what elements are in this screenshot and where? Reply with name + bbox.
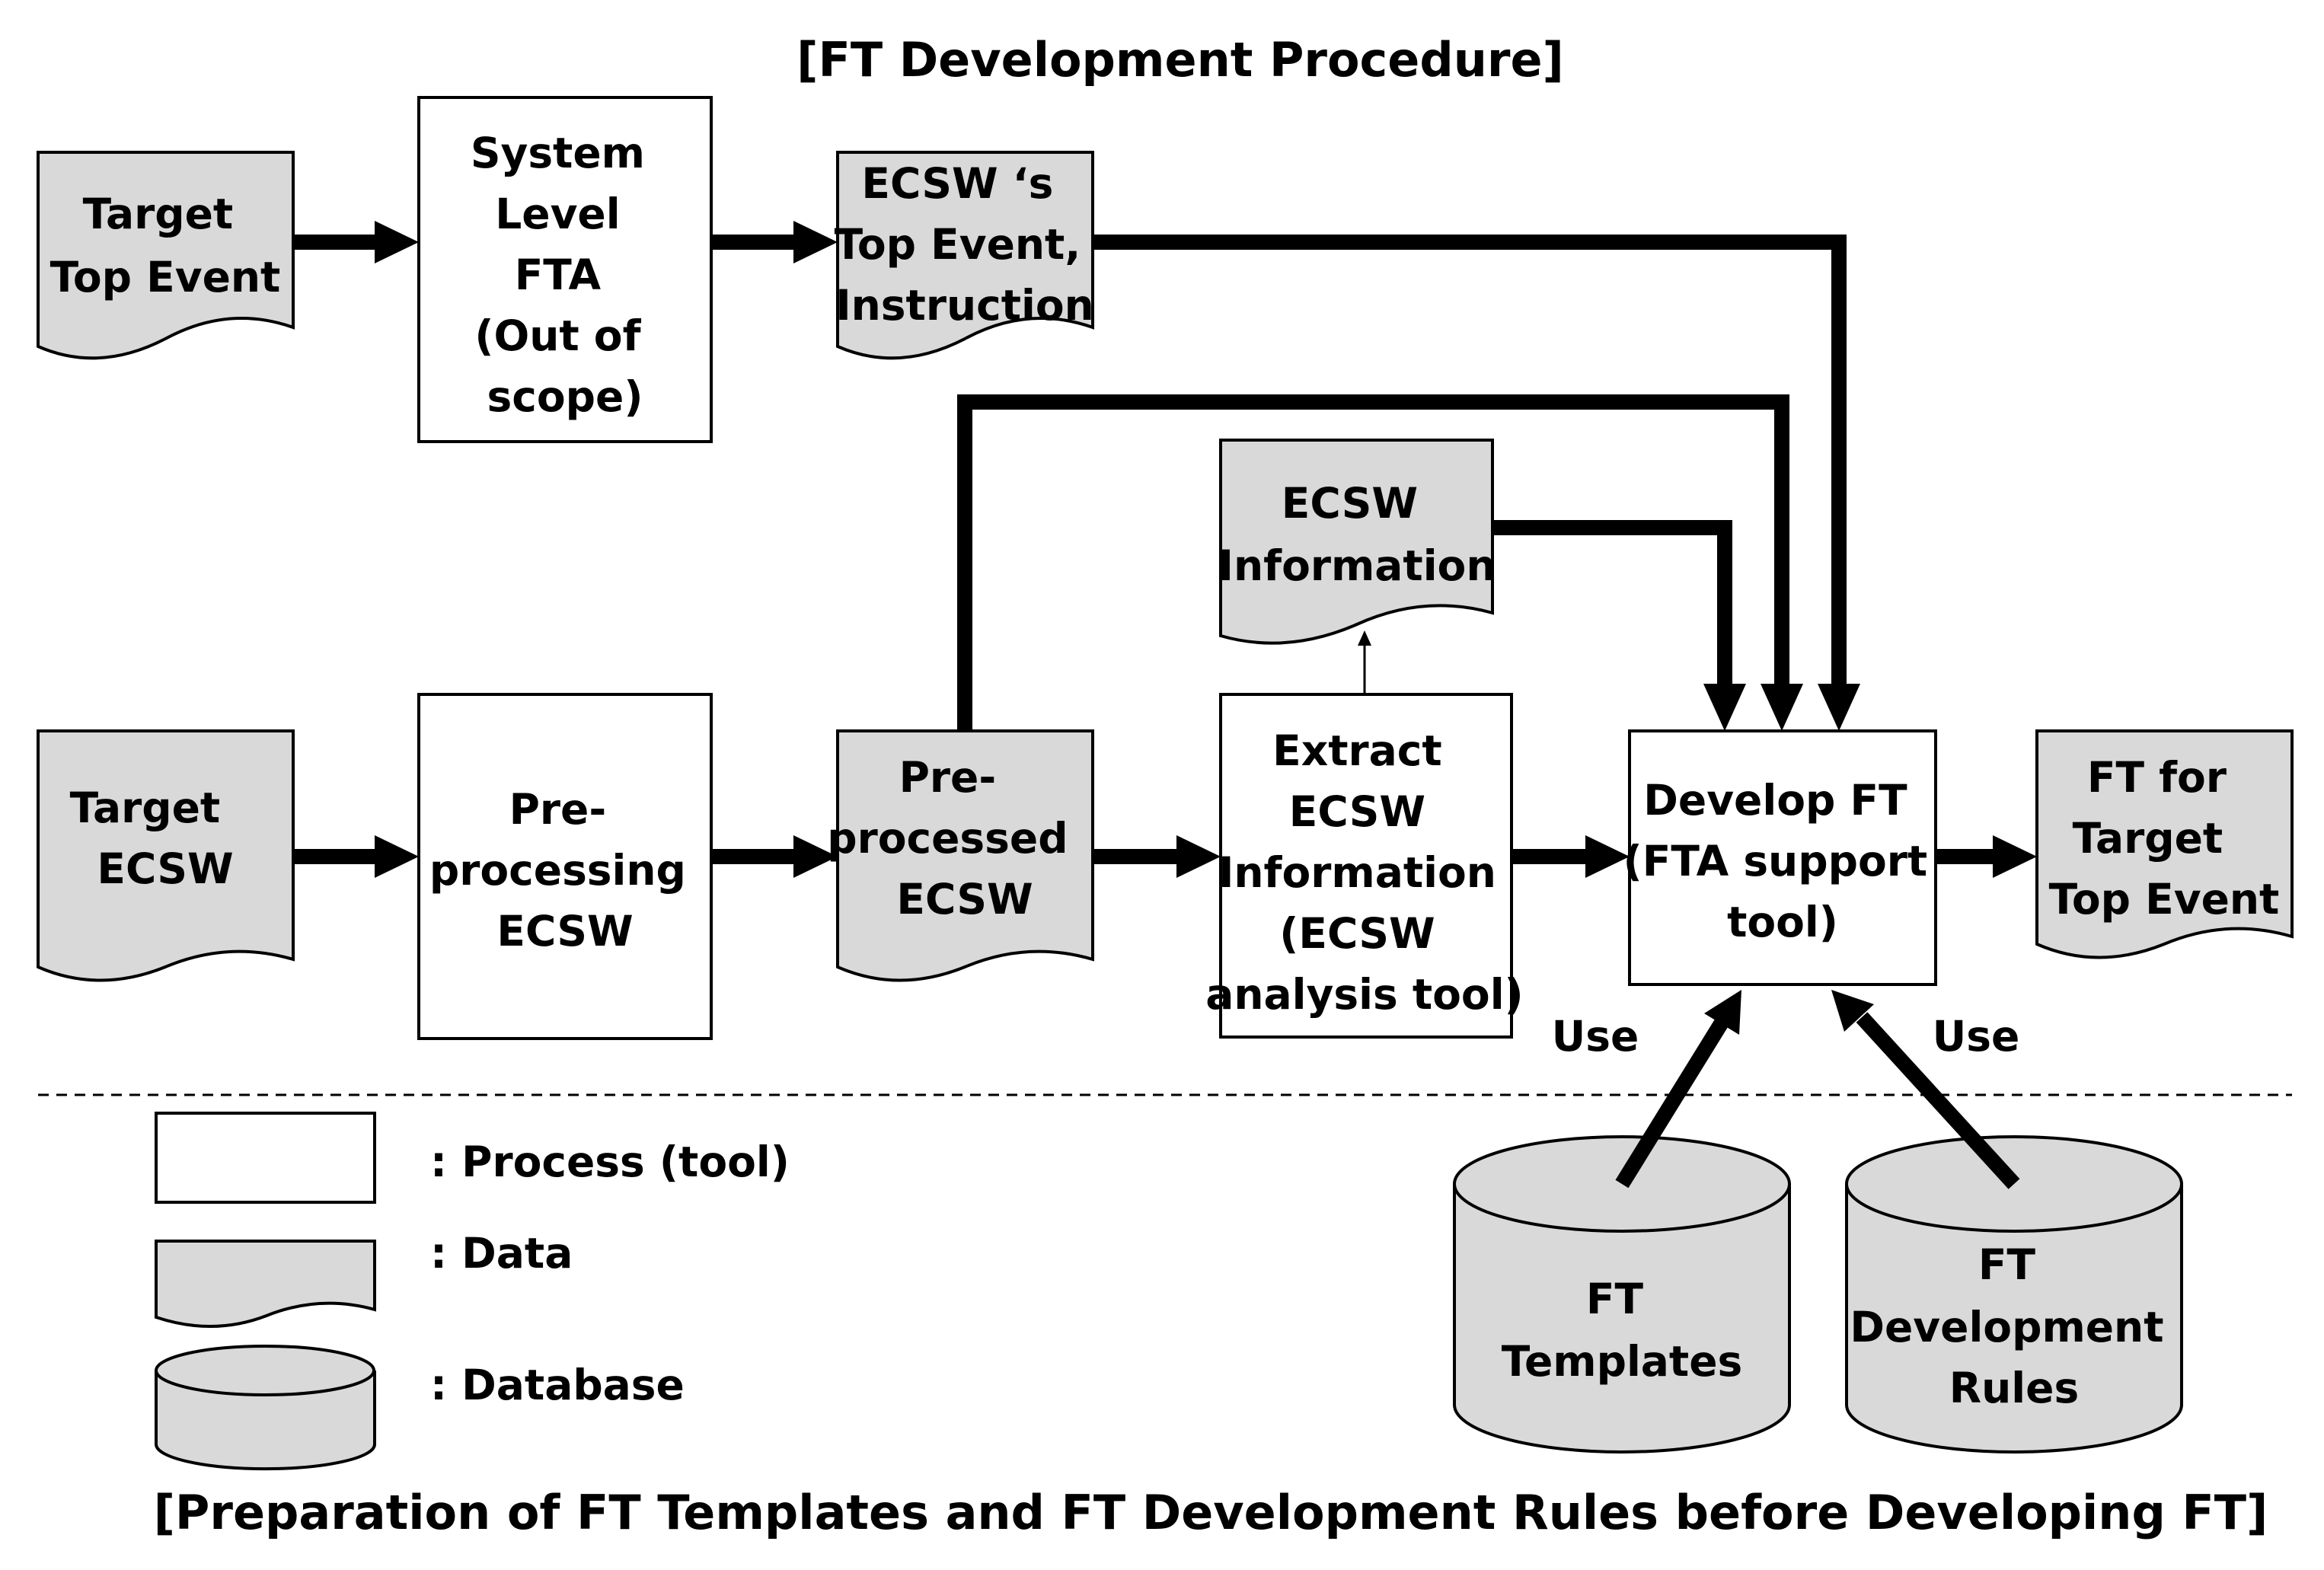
ecsw-information-label: ECSW Information bbox=[1218, 479, 1496, 590]
arrow-system-fta-to-ecsw-top-event bbox=[711, 221, 838, 263]
ft-development-rules-database: FT Development Rules bbox=[1845, 1135, 2183, 1454]
preprocessed-ecsw-label: Pre- processed ECSW bbox=[827, 753, 1083, 924]
target-ecsw-data: Target ECSW bbox=[37, 729, 295, 982]
arrow-ecsw-top-event-to-develop-ft bbox=[1093, 235, 1860, 731]
arrow-extract-to-ecsw-info bbox=[1358, 630, 1371, 694]
arrow-preprocessing-to-preprocessed bbox=[711, 835, 838, 878]
ft-templates-label: FT Templates bbox=[1502, 1275, 1743, 1386]
legend-process-swatch bbox=[155, 1112, 376, 1204]
arrow-rules-use-develop-ft bbox=[1831, 990, 2020, 1189]
arrow-top-event-to-system-fta bbox=[293, 221, 419, 263]
ecsw-top-event-data: ECSW ‘s Top Event, Instruction bbox=[835, 151, 1096, 360]
ecsw-top-event-label: ECSW ‘s Top Event, Instruction bbox=[835, 159, 1096, 330]
legend-data-label: : Data bbox=[430, 1229, 573, 1278]
ft-for-target-data: FT for Target Top Event bbox=[2035, 729, 2294, 959]
arrow-ecsw-info-to-develop-ft bbox=[1492, 520, 1746, 731]
preprocessing-ecsw-label: Pre- processing ECSW bbox=[429, 785, 701, 956]
arrow-preprocessed-to-develop-ft bbox=[957, 394, 1803, 731]
develop-ft-process: Develop FT (FTA support tool) bbox=[1623, 729, 1943, 986]
arrow-target-ecsw-to-preprocessing bbox=[293, 835, 419, 878]
legend-process-label: : Process (tool) bbox=[430, 1138, 790, 1186]
legend-database-swatch bbox=[155, 1345, 376, 1471]
preparation-caption: [Preparation of FT Templates and FT Deve… bbox=[154, 1485, 2268, 1540]
legend-database-label: : Database bbox=[430, 1361, 685, 1409]
arrow-preprocessed-to-extract bbox=[1093, 835, 1221, 878]
system-level-fta-process: System Level FTA (Out of scope) bbox=[417, 96, 713, 443]
extract-ecsw-info-label: Extract ECSW Information (ECSW analysis … bbox=[1205, 726, 1523, 1019]
legend-data-swatch bbox=[155, 1240, 376, 1328]
arrow-extract-to-develop-ft bbox=[1512, 835, 1630, 878]
preprocessed-ecsw-data: Pre- processed ECSW bbox=[827, 729, 1094, 982]
system-level-fta-label: System Level FTA (Out of scope) bbox=[471, 129, 659, 421]
target-ecsw-label: Target ECSW bbox=[70, 783, 235, 893]
legend: : Process (tool) : Data : Database bbox=[155, 1112, 790, 1471]
ft-templates-database: FT Templates bbox=[1453, 1135, 1791, 1454]
ft-for-target-label: FT for Target Top Event bbox=[2049, 753, 2280, 924]
target-top-event-label: Target Top Event bbox=[50, 190, 281, 302]
develop-ft-label: Develop FT (FTA support tool) bbox=[1623, 776, 1943, 946]
use-label-templates: Use bbox=[1552, 1012, 1639, 1061]
ecsw-information-data: ECSW Information bbox=[1218, 439, 1496, 645]
ft-development-rules-label: FT Development Rules bbox=[1850, 1240, 2178, 1412]
arrow-templates-use-develop-ft bbox=[1615, 990, 1741, 1189]
preprocessing-ecsw-process: Pre- processing ECSW bbox=[417, 693, 713, 1040]
extract-ecsw-info-process: Extract ECSW Information (ECSW analysis … bbox=[1205, 693, 1524, 1039]
diagram-title: [FT Development Procedure] bbox=[796, 32, 1564, 88]
use-label-rules: Use bbox=[1933, 1012, 2020, 1061]
arrow-develop-ft-to-ft-for-target bbox=[1936, 835, 2037, 878]
target-top-event-data: Target Top Event bbox=[37, 151, 295, 360]
